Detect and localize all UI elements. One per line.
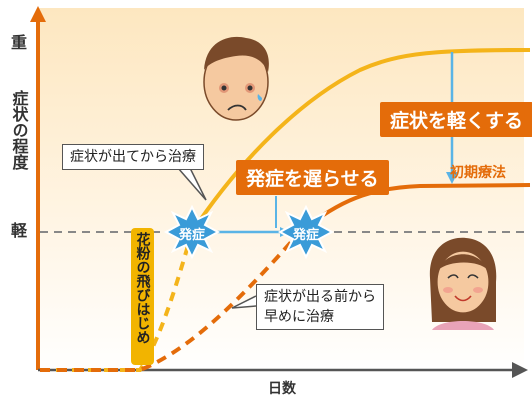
onset-burst-2	[277, 204, 335, 260]
delay-onset-label: 発症を遅らせる	[236, 160, 389, 195]
callout-before-pointer	[231, 295, 257, 309]
orange-curve-dashed	[40, 230, 302, 372]
pollen-start-badge: 花粉の飛びはじめ	[131, 228, 154, 365]
onset-burst-1	[163, 204, 221, 260]
y-axis-heavy-label: 重	[10, 33, 27, 52]
initial-therapy-label: 初期療法	[450, 165, 506, 181]
reduce-arrowhead	[446, 172, 458, 184]
y-axis-mild-label: 軽	[10, 221, 27, 240]
smiling-woman-icon	[429, 237, 497, 330]
onset-label-1: 発症	[178, 228, 205, 243]
callout-after-symptoms: 症状が出てから治療	[62, 144, 204, 170]
callout-before-symptoms: 症状が出る前から 早めに治療	[256, 284, 384, 330]
callout-before-line-1: 症状が出る前から	[264, 289, 376, 305]
yellow-curve-dashed	[40, 231, 194, 372]
x-axis-label: 日数	[268, 381, 296, 397]
onset-label-2: 発症	[292, 228, 319, 243]
y-axis-label-text: 症状の程度	[9, 90, 29, 170]
callout-after-pointer	[177, 167, 207, 201]
x-axis-arrowhead	[512, 362, 528, 378]
y-axis-label: 症状の程度	[8, 90, 30, 170]
y-axis-arrowhead	[30, 6, 46, 22]
reduce-symptoms-label: 症状を軽くする	[380, 102, 532, 137]
callout-before-line-2: 早めに治療	[264, 309, 334, 325]
crying-man-icon	[203, 36, 269, 121]
pollen-start-text: 花粉の飛びはじめ	[134, 232, 151, 344]
